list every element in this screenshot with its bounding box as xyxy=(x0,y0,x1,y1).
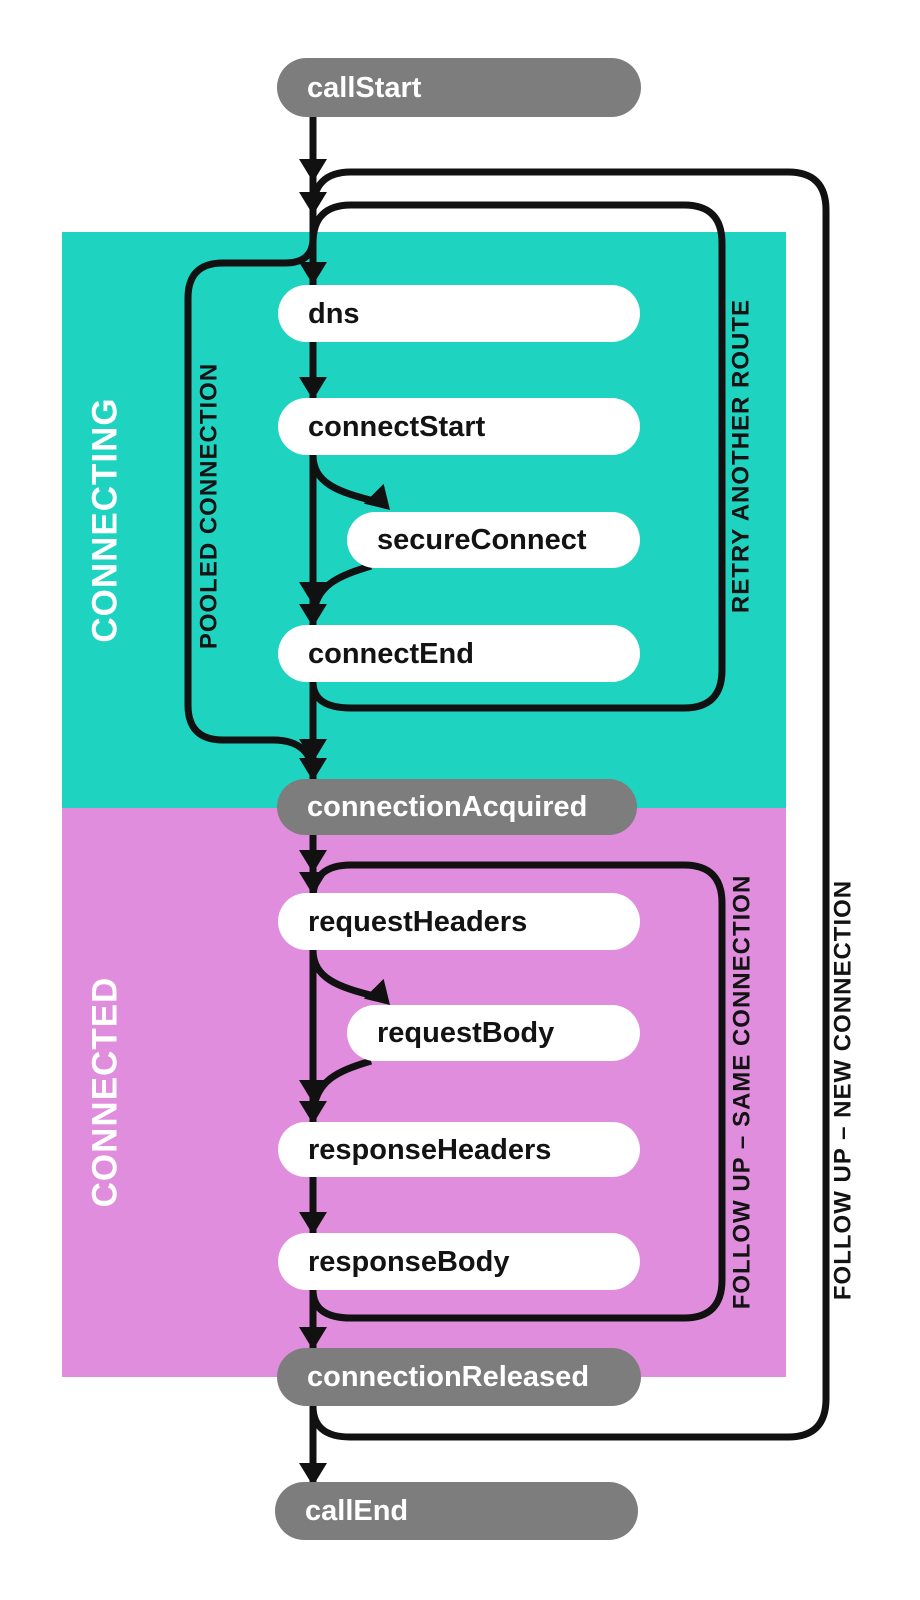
node-requestbody-pill xyxy=(347,1005,640,1061)
node-connectionreleased-label: connectionReleased xyxy=(307,1361,589,1393)
node-callstart-label: callStart xyxy=(307,72,422,104)
node-connectend-pill xyxy=(278,625,640,682)
arrow-into-connectstart xyxy=(299,377,327,400)
node-responseheaders-pill xyxy=(278,1122,640,1177)
node-responseheaders: responseHeaders xyxy=(278,1122,640,1177)
arrow-into-secureconnect xyxy=(363,483,390,510)
arrow-into-top-junction xyxy=(299,159,327,182)
node-callstart-pill xyxy=(277,58,641,117)
node-dns: dns xyxy=(278,285,640,342)
arrow-into-connectionreleased xyxy=(299,1327,327,1350)
node-requestbody: requestBody xyxy=(347,1005,640,1061)
node-requestheaders-pill xyxy=(278,893,640,950)
edge-label-retry-another-route: RETRY ANOTHER ROUTE xyxy=(728,299,755,613)
node-requestheaders: requestHeaders xyxy=(278,893,640,950)
edge-label-follow-up-new-connection: FOLLOW UP – NEW CONNECTION xyxy=(830,880,857,1300)
node-secureconnect-label: secureConnect xyxy=(377,524,587,556)
edge-pooled-connection xyxy=(184,237,317,779)
arrow-into-retry-junction xyxy=(299,192,327,215)
edge-follow-up-new-connection xyxy=(309,168,830,1441)
node-requestbody-label: requestBody xyxy=(377,1017,554,1049)
edge-label-pooled-connection: POOLED CONNECTION xyxy=(196,363,223,649)
node-dns-label: dns xyxy=(308,298,360,330)
edge-follow-up-same-connection xyxy=(309,861,726,1322)
node-dns-pill xyxy=(278,285,640,342)
arrow-above-requestheaders xyxy=(299,850,327,873)
node-connectionreleased-pill xyxy=(277,1348,641,1406)
arrow-into-connectend xyxy=(299,604,327,627)
node-callend-pill xyxy=(275,1482,638,1540)
edge-retry-another-route xyxy=(309,201,726,712)
edge-requestheaders-to-requestbody xyxy=(309,949,375,1000)
arrow-above-responseheaders xyxy=(299,1080,327,1103)
arrow-above-connectionacquired xyxy=(299,739,327,762)
node-connectionacquired-pill xyxy=(277,779,637,835)
node-responsebody-pill xyxy=(278,1233,640,1290)
arrow-into-requestheaders xyxy=(299,872,327,895)
arrow-into-requestbody xyxy=(363,978,390,1005)
node-connectstart: connectStart xyxy=(278,398,640,455)
node-callstart: callStart xyxy=(277,58,641,117)
node-secureconnect: secureConnect xyxy=(347,512,640,568)
edge-label-follow-up-same-connection: FOLLOW UP – SAME CONNECTION xyxy=(729,875,756,1310)
node-connectend-label: connectEnd xyxy=(308,638,474,670)
arrow-into-connectionacquired xyxy=(299,758,327,781)
node-connectionacquired: connectionAcquired xyxy=(277,779,637,835)
node-callend-label: callEnd xyxy=(305,1495,408,1527)
section-label-connecting: CONNECTING xyxy=(86,397,125,642)
section-label-connected: CONNECTED xyxy=(86,977,125,1208)
arrow-into-callend xyxy=(299,1463,327,1486)
arrow-into-responseheaders xyxy=(299,1101,327,1124)
arrowheads xyxy=(299,159,390,1486)
arrow-into-responsebody xyxy=(299,1212,327,1235)
node-connectstart-pill xyxy=(278,398,640,455)
arrow-into-dns xyxy=(299,262,327,285)
node-connectionreleased: connectionReleased xyxy=(277,1348,641,1406)
node-requestheaders-label: requestHeaders xyxy=(308,906,527,938)
edge-connectstart-to-secureconnect xyxy=(309,454,375,505)
node-responsebody: responseBody xyxy=(278,1233,640,1290)
node-responseheaders-label: responseHeaders xyxy=(308,1134,551,1166)
arrow-above-connectend xyxy=(299,582,327,605)
node-connectend: connectEnd xyxy=(278,625,640,682)
node-callend: callEnd xyxy=(275,1482,638,1540)
node-secureconnect-pill xyxy=(347,512,640,568)
node-connectionacquired-label: connectionAcquired xyxy=(307,791,587,823)
node-connectstart-label: connectStart xyxy=(308,411,486,443)
node-responsebody-label: responseBody xyxy=(308,1246,509,1278)
